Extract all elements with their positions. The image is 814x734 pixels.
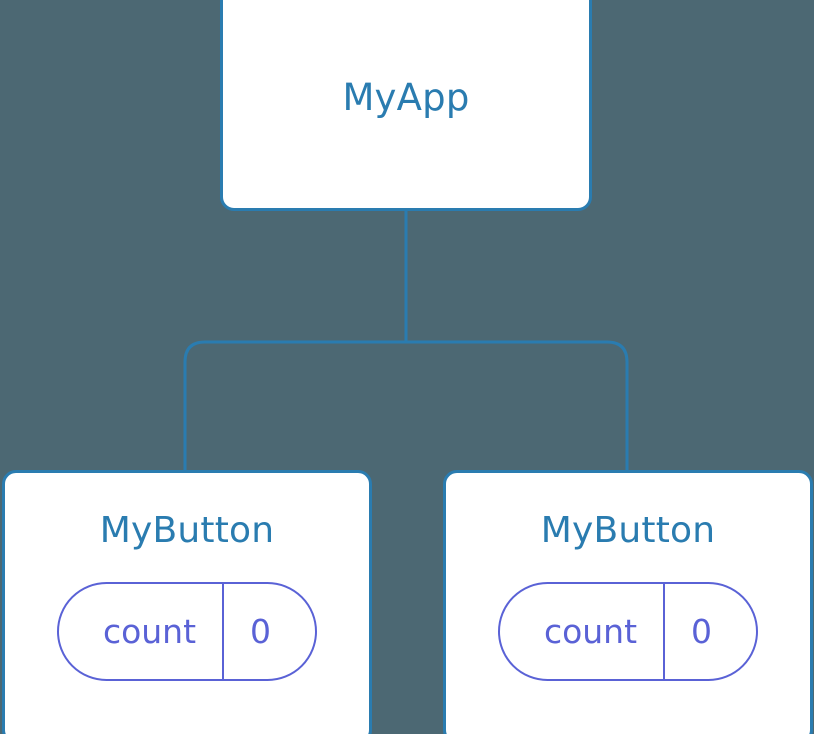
node-title: MyButton [540, 510, 716, 551]
node-myapp[interactable]: MyApp [220, 0, 592, 211]
state-badge[interactable]: count 0 [56, 581, 318, 681]
node-title: MyButton [99, 510, 275, 551]
connector-branch-right [406, 340, 629, 470]
node-mybutton-left[interactable]: MyButton count 0 [2, 470, 372, 734]
node-title: MyApp [342, 76, 470, 120]
state-divider [663, 583, 666, 679]
state-badge[interactable]: count 0 [497, 581, 759, 681]
node-mybutton-right[interactable]: MyButton count 0 [443, 470, 813, 734]
state-key: count [543, 611, 638, 651]
state-value: 0 [250, 611, 272, 651]
connector-branch-left [183, 340, 406, 470]
state-divider [222, 583, 225, 679]
state-value: 0 [691, 611, 713, 651]
state-key: count [102, 611, 197, 651]
